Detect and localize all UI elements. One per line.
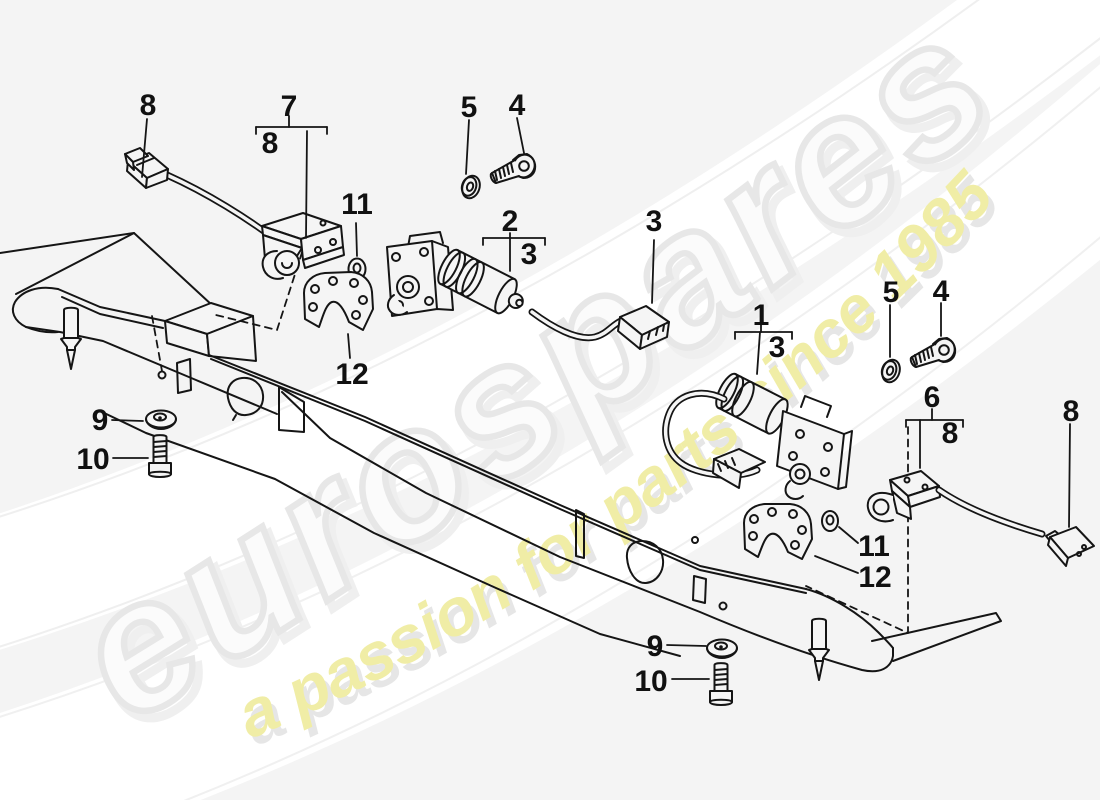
svg-text:8: 8 xyxy=(1063,395,1080,428)
svg-text:11: 11 xyxy=(341,188,373,221)
svg-text:11: 11 xyxy=(858,530,890,563)
svg-text:12: 12 xyxy=(858,561,891,594)
svg-text:9: 9 xyxy=(647,630,664,663)
svg-text:4: 4 xyxy=(933,275,950,308)
svg-text:5: 5 xyxy=(461,91,478,124)
svg-text:10: 10 xyxy=(634,665,667,698)
svg-text:8: 8 xyxy=(140,89,157,122)
svg-text:12: 12 xyxy=(335,358,368,391)
svg-text:1: 1 xyxy=(753,299,770,332)
svg-text:5: 5 xyxy=(883,276,900,309)
svg-text:6: 6 xyxy=(924,381,941,414)
svg-text:3: 3 xyxy=(769,331,786,364)
svg-text:7: 7 xyxy=(281,90,298,123)
svg-text:8: 8 xyxy=(262,127,279,160)
svg-text:3: 3 xyxy=(521,238,538,271)
svg-text:3: 3 xyxy=(646,205,663,238)
svg-text:9: 9 xyxy=(92,404,109,437)
svg-text:4: 4 xyxy=(509,89,526,122)
svg-text:8: 8 xyxy=(942,417,959,450)
svg-text:10: 10 xyxy=(76,443,109,476)
svg-text:2: 2 xyxy=(502,205,519,238)
